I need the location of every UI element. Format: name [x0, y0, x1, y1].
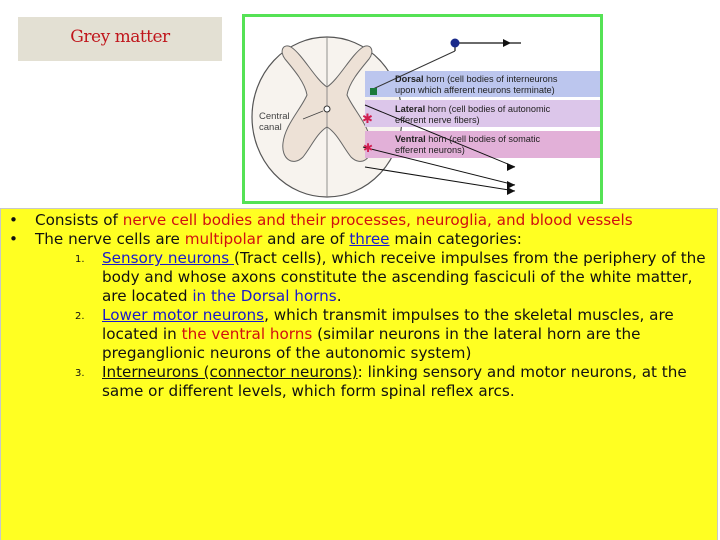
dorsal-horn-label: Dorsal horn (cell bodies of interneurons	[395, 74, 558, 84]
content-panel: • Consists of nerve cell bodies and thei…	[0, 208, 718, 540]
neuron-categories-list: 1. Sensory neurons (Tract cells), which …	[35, 249, 709, 401]
list-item-lower-motor: 2. Lower motor neurons, which transmit i…	[75, 306, 674, 362]
ventral-efferent-line	[362, 146, 516, 186]
list-number: 3.	[75, 368, 85, 379]
central-canal-label-2: canal	[259, 122, 282, 133]
ventral-arrowhead	[507, 181, 515, 189]
ventral-efferent-line-2	[364, 166, 516, 192]
central-canal-dot	[323, 105, 331, 113]
lateral-horn-label-2: efferent nerve fibers)	[395, 115, 480, 125]
list-number: 1.	[75, 254, 85, 265]
dorsal-horn-label-2: upon which afferent neurons terminate)	[395, 85, 555, 95]
lateral-band	[365, 100, 600, 127]
bullet-item-nerve-cells: • The nerve cells are multipolar and are…	[9, 230, 709, 401]
afferent-arrowhead	[503, 39, 511, 47]
dorsal-neuron-icon	[450, 38, 460, 48]
bullet-dot: •	[9, 230, 18, 248]
bullet-dot: •	[9, 211, 18, 229]
bullet-list: • Consists of nerve cell bodies and thei…	[9, 211, 709, 401]
ventral-arrowhead-2	[507, 187, 515, 195]
lateral-horn-label: Lateral horn (cell bodies of autonomic	[395, 104, 551, 114]
list-item-interneurons: 3. Interneurons (connector neurons): lin…	[75, 363, 687, 400]
lateral-arrowhead	[507, 163, 515, 171]
slide-title: Grey matter	[70, 27, 170, 47]
title-box: Grey matter	[18, 17, 222, 61]
bullet-item-consists: • Consists of nerve cell bodies and thei…	[9, 211, 633, 229]
ventral-horn-label: Ventral horn (cell bodies of somatic	[395, 134, 540, 144]
ventral-star-icon: ✱	[363, 141, 373, 155]
dorsal-band	[365, 71, 600, 97]
list-number: 2.	[75, 311, 85, 322]
lateral-neuron-icon	[370, 88, 377, 95]
list-item-sensory: 1. Sensory neurons (Tract cells), which …	[75, 249, 706, 305]
dorsal-projection	[372, 50, 456, 90]
ventral-horn-label-2: efferent neurons)	[395, 145, 465, 155]
lateral-star-icon: ✱	[362, 112, 373, 127]
spinal-cord-figure: ✱ ✱ Central canal Dorsal horn (cell bodi…	[242, 14, 603, 204]
central-canal-pointer	[302, 110, 324, 120]
central-canal-label-1: Central	[259, 111, 290, 122]
lateral-efferent-line	[364, 104, 516, 168]
spinal-cord-illustration: ✱ ✱ Central canal Dorsal horn (cell bodi…	[251, 36, 600, 198]
